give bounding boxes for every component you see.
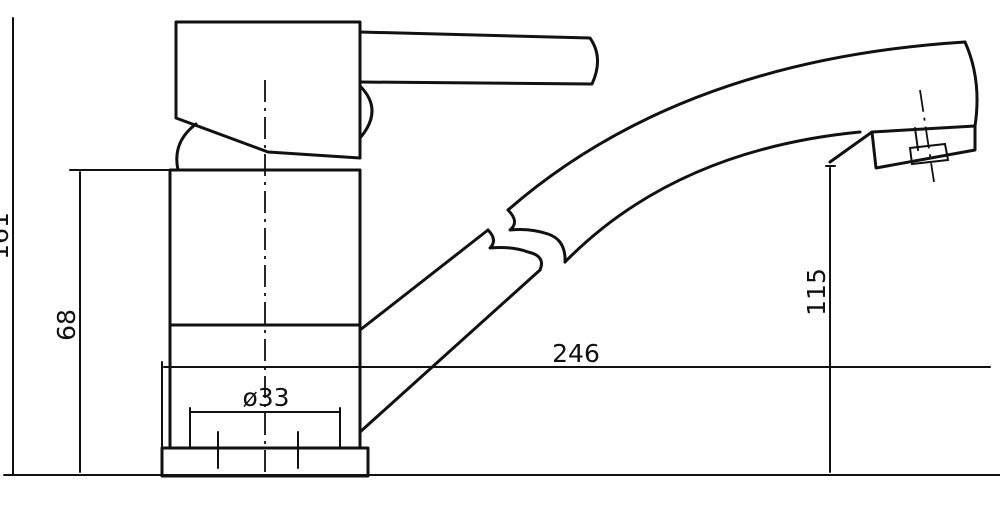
- spout-upper-bottom-edge: [563, 130, 862, 264]
- cartridge-arc-left: [175, 122, 198, 172]
- overall-height-label: 161: [0, 212, 14, 260]
- dimension-reach: 246: [161, 339, 991, 449]
- spout-lower-bottom-edge: [358, 268, 542, 434]
- aerator-divider: [914, 127, 919, 151]
- handle-block: [174, 20, 362, 160]
- spout-upper-top-edge: [506, 40, 967, 212]
- dimension-overall-height: 161: [0, 17, 1000, 476]
- reach-label: 246: [552, 339, 600, 368]
- spout-lower-top-edge: [358, 228, 490, 332]
- dimension-body-height: 68: [52, 169, 171, 473]
- spout-break-line: [486, 228, 543, 272]
- dimension-base-diameter: ø33: [189, 383, 341, 413]
- body-cylinder: [168, 168, 362, 450]
- dimension-spout-height: 115: [802, 165, 836, 473]
- body-height-label: 68: [52, 309, 81, 341]
- aerator-cap: [908, 142, 950, 166]
- center-lines: [264, 80, 935, 478]
- cartridge-arc-right: [358, 84, 374, 140]
- base-diameter-label: ø33: [242, 383, 289, 412]
- spout-head: [828, 40, 979, 170]
- spout-height-label: 115: [802, 268, 831, 316]
- spout-upper-break: [506, 208, 567, 264]
- faucet-outline: [160, 20, 979, 478]
- lever: [358, 30, 599, 86]
- aerator-centerline: [919, 89, 935, 183]
